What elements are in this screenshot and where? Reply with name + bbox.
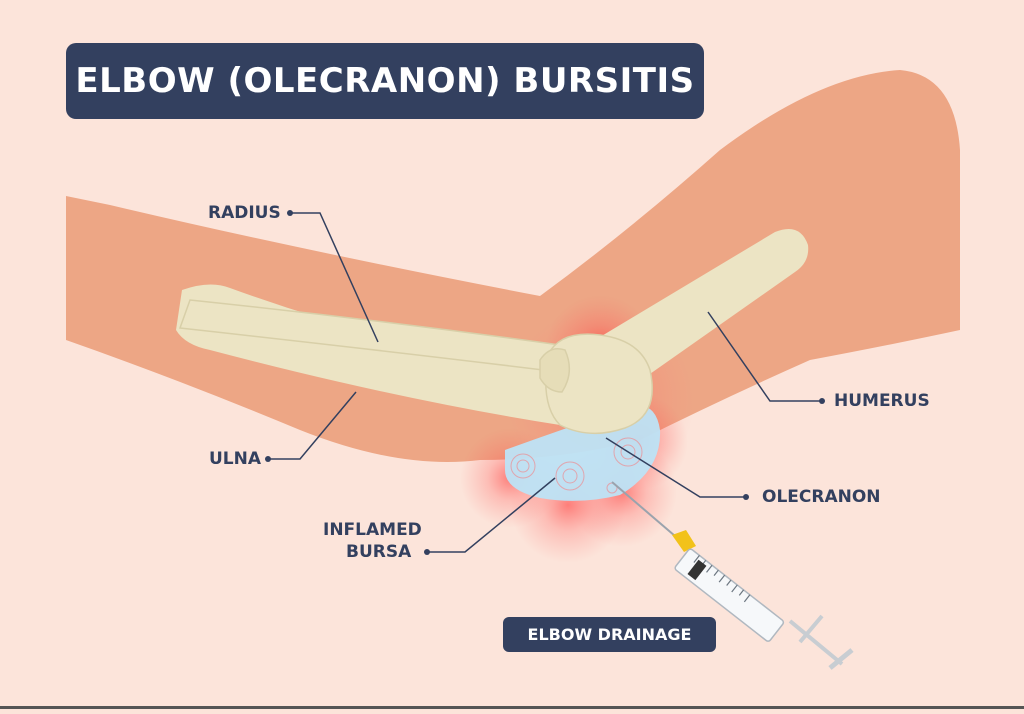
label-bursa: BURSA — [346, 542, 412, 562]
elbow-joint — [539, 333, 653, 435]
bursa-inflammation-rings — [510, 437, 643, 494]
inflamed-bursa-leader — [427, 477, 556, 553]
olecranon-leader — [605, 437, 746, 498]
label-ulna: ULNA — [209, 449, 262, 469]
elbow-drainage-label: ELBOW DRAINAGE — [527, 625, 692, 644]
label-humerus: HUMERUS — [834, 391, 930, 411]
label-olecranon: OLECRANON — [762, 487, 881, 507]
leader-dots — [265, 210, 825, 555]
bottom-border — [0, 706, 1024, 709]
syringe — [611, 481, 854, 670]
label-radius: RADIUS — [208, 203, 281, 223]
leader-lines — [268, 212, 822, 553]
title-banner: ELBOW (OLECRANON) BURSITIS — [66, 43, 704, 119]
radius-leader — [290, 212, 379, 343]
page-title: ELBOW (OLECRANON) BURSITIS — [75, 61, 695, 101]
ulna-leader — [268, 391, 357, 460]
elbow-drainage-badge: ELBOW DRAINAGE — [503, 617, 716, 652]
humerus-leader — [707, 311, 822, 402]
label-inflamed: INFLAMED — [323, 520, 422, 540]
